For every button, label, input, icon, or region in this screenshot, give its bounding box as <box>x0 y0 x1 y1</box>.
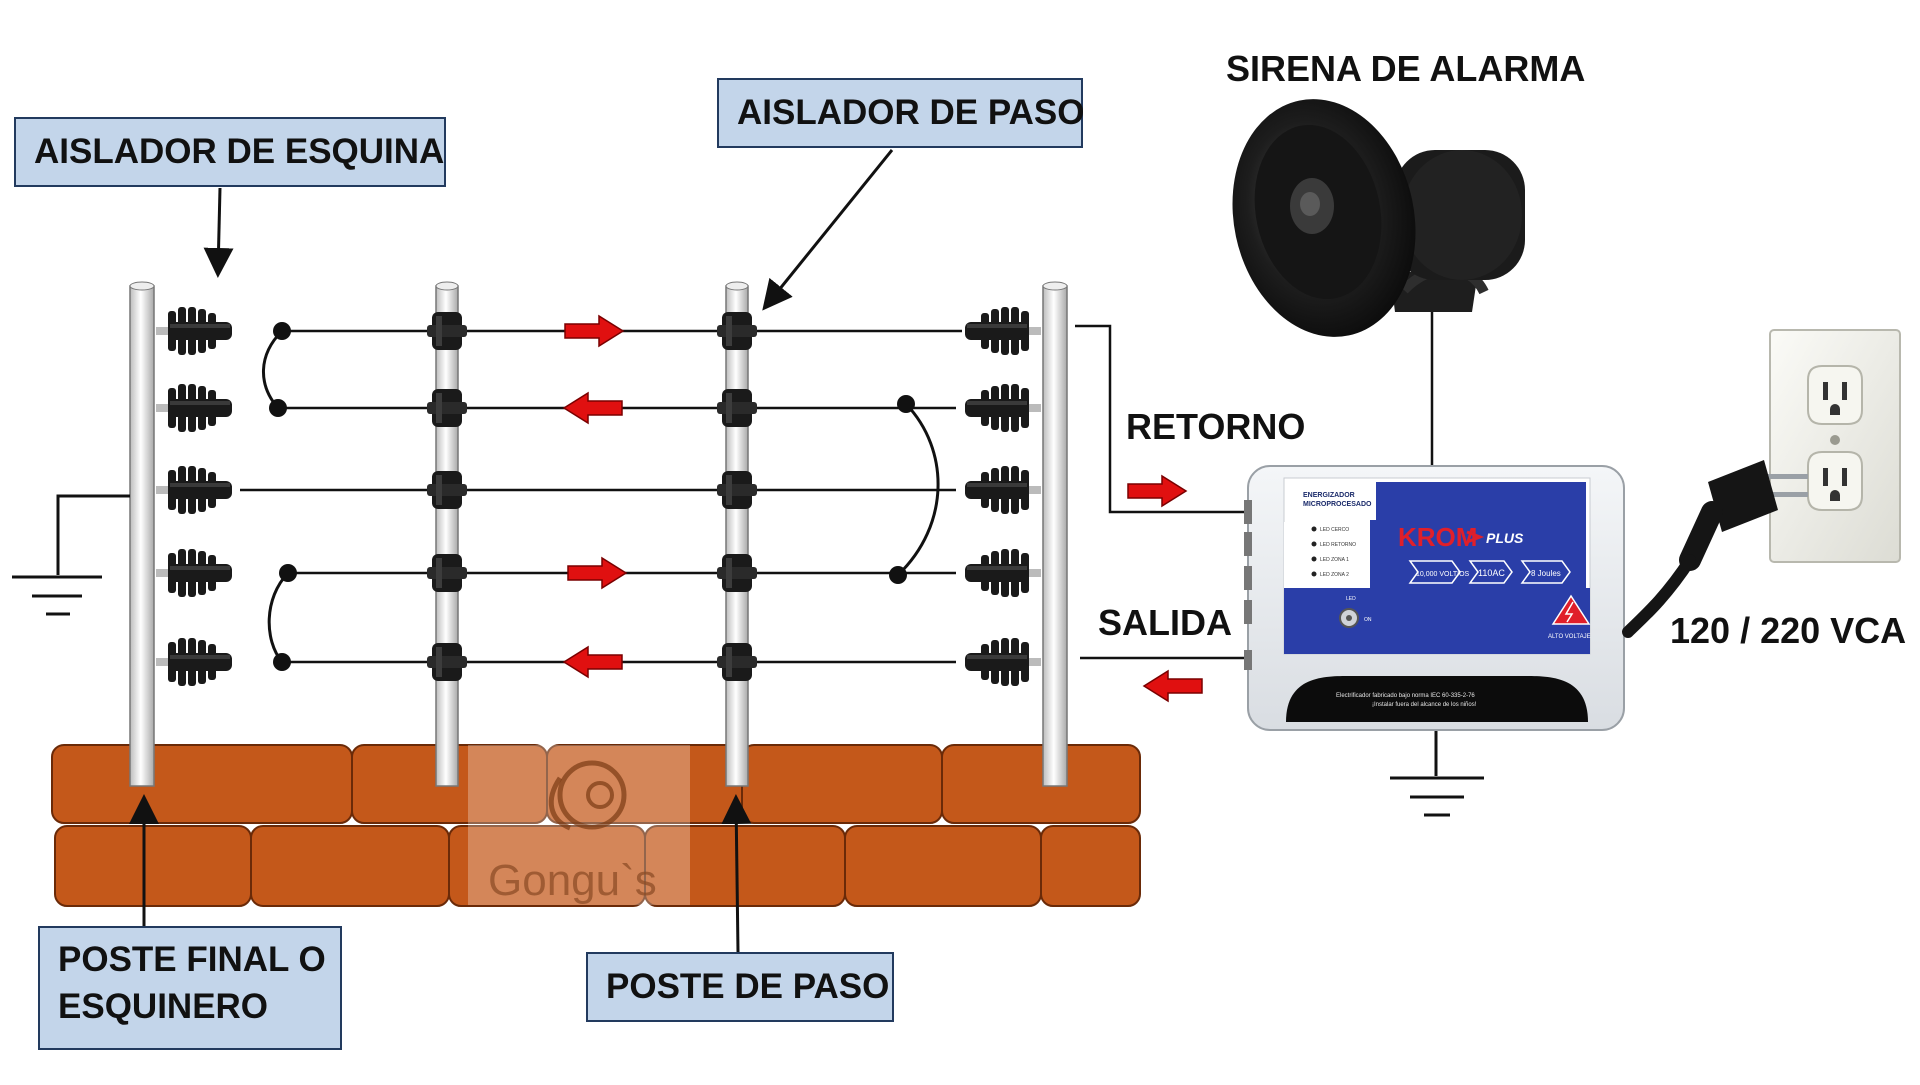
pass-insulators <box>427 312 757 681</box>
callout-poste-final-line2: ESQUINERO <box>58 987 269 1027</box>
callout-aislador-paso: AISLADOR DE PASO <box>717 78 1085 148</box>
corner-post-left <box>129 281 155 787</box>
ground-symbol-left <box>12 494 130 616</box>
callout-poste-paso-text: POSTE DE PASO <box>606 967 890 1006</box>
corner-post-right <box>1042 281 1068 787</box>
energizer-brand: KROM <box>1398 522 1477 552</box>
label-sirena: SIRENA DE ALARMA <box>1226 48 1586 89</box>
corner-insulators-left <box>156 307 232 686</box>
energizer-footer-2: ¡Instalar fuera del alcance de los niños… <box>1372 702 1477 708</box>
led-label-1: LED CERCO <box>1320 527 1349 533</box>
energizer-title-1: ENERGIZADOR <box>1303 492 1355 499</box>
label-retorno: RETORNO <box>1126 406 1306 447</box>
callout-poste-paso: POSTE DE PASO <box>586 952 894 1022</box>
callout-poste-final: POSTE FINAL O ESQUINERO <box>38 926 342 1050</box>
led-label-2: LED RETORNO <box>1320 542 1356 548</box>
alarm-siren-image <box>1232 99 1525 337</box>
jumper-nodes <box>269 322 915 671</box>
pass-post-1 <box>435 281 459 787</box>
led-label-3: LED ZONA 1 <box>1320 557 1349 563</box>
watermark: Gongu`s <box>468 745 690 905</box>
switch-led-label: LED <box>1346 596 1356 602</box>
energizer-brand-suffix: PLUS <box>1486 530 1524 546</box>
brick-wall <box>51 744 1141 907</box>
spec-voltage: 10,000 VOLTIOS <box>1416 571 1470 578</box>
callout-aislador-esquina-text: AISLADOR DE ESQUINA <box>34 132 445 171</box>
spec-input: 110AC <box>1478 568 1505 578</box>
wall-outlet-image <box>1769 329 1901 563</box>
label-voltaje: 120 / 220 VCA <box>1670 610 1907 651</box>
warning-label: ALTO VOLTAJE <box>1548 634 1591 640</box>
fence-wires <box>240 329 962 664</box>
callout-poste-final-line1: POSTE FINAL O <box>58 940 326 979</box>
spec-energy: 8 Joules <box>1531 569 1561 578</box>
energizer-box: ENERGIZADOR MICROPROCESADO KROM PLUS LED… <box>1244 465 1625 731</box>
watermark-text: Gongu`s <box>488 856 657 905</box>
led-label-4: LED ZONA 2 <box>1320 572 1349 578</box>
corner-insulators-right <box>965 307 1041 686</box>
wire-jumpers <box>262 329 940 663</box>
callout-aislador-esquina: AISLADOR DE ESQUINA <box>14 117 446 187</box>
retorno-arrow <box>1127 475 1187 507</box>
energizer-footer-1: Electrificador fabricado bajo norma IEC … <box>1336 693 1475 699</box>
label-salida: SALIDA <box>1098 602 1232 643</box>
callout-aislador-paso-text: AISLADOR DE PASO <box>737 93 1085 132</box>
salida-arrow <box>1143 670 1203 702</box>
ground-symbol-energizer <box>1390 724 1484 817</box>
energizer-wiring <box>1075 290 1434 660</box>
switch-on-label: ON <box>1364 617 1372 623</box>
pass-post-2 <box>725 281 749 787</box>
energizer-title-2: MICROPROCESADO <box>1303 501 1372 508</box>
power-plug-image <box>1622 460 1808 638</box>
current-arrows <box>563 315 627 678</box>
